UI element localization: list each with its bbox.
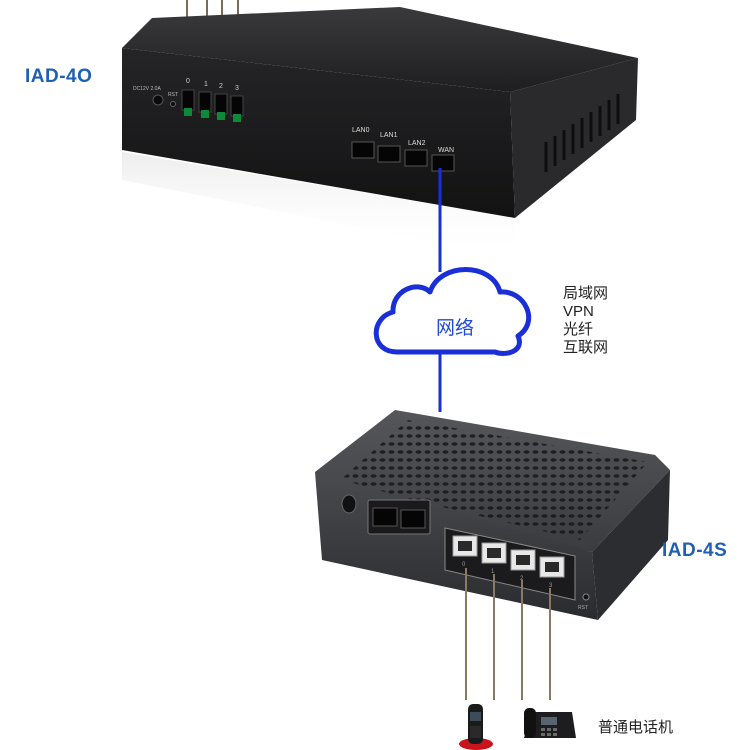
bottom-fxs-port-1[interactable]: 1 (481, 542, 507, 575)
power-jack (152, 94, 164, 106)
bottom-reset-label: RST (578, 605, 588, 611)
lan0-port[interactable]: LAN0 (351, 127, 375, 159)
top-fxs-port-2[interactable]: 2 (214, 83, 228, 120)
bottom-device-vent-grille (338, 420, 648, 540)
network-cloud: 网络 (373, 267, 532, 356)
iad-40-label: IAD-4O (25, 66, 93, 87)
cloud-icon (373, 267, 532, 356)
lan2-port[interactable]: LAN2 (404, 140, 428, 167)
top-fxs-port-3[interactable]: 3 (230, 85, 244, 122)
network-type-item: 局域网 (563, 285, 609, 302)
phones-label: 普通电话机 (598, 719, 674, 736)
bottom-device-side-face (592, 470, 670, 620)
port-label: LAN0 (352, 127, 370, 134)
port-number: 1 (204, 81, 208, 88)
power-spec-label: DC12V 2.0A (133, 86, 161, 92)
bottom-lan-ports[interactable] (367, 499, 431, 535)
cordless-phone-icon (459, 704, 493, 750)
bottom-reset-button[interactable] (582, 593, 590, 601)
lan1-port[interactable]: LAN1 (377, 132, 401, 163)
port-label: WAN (438, 147, 454, 154)
port-number: 0 (462, 562, 466, 568)
bottom-fxs-port-3[interactable]: 3 (539, 556, 565, 589)
network-type-item: 互联网 (563, 339, 609, 356)
reset-button[interactable] (170, 101, 176, 107)
top-fxs-port-0[interactable]: 0 (181, 78, 195, 116)
top-device-front-face (122, 48, 515, 218)
top-device-reflection (122, 152, 515, 258)
port-number: 2 (520, 576, 524, 582)
iad-4s-label: IAD-4S (662, 540, 728, 561)
reset-label: RST (168, 92, 178, 98)
desk-phone-icon (524, 708, 576, 738)
cloud-label: 网络 (436, 317, 474, 339)
top-fxs-port-1[interactable]: 1 (198, 81, 212, 118)
port-label: LAN1 (380, 132, 398, 139)
network-types-list: 局域网 VPN 光纤 互联网 (563, 285, 608, 357)
port-number: 1 (491, 569, 495, 575)
iad-40-device: DC12V 2.0A RST 0 1 2 3 LAN0 (122, 0, 638, 258)
network-type-item: VPN (563, 303, 594, 320)
bottom-fxs-port-2[interactable]: 2 (510, 549, 536, 582)
top-device-top-face (122, 7, 638, 92)
iad-4s-device: 0 1 2 3 RST (315, 410, 670, 620)
wan-port[interactable]: WAN (431, 147, 455, 172)
phone-cables (465, 568, 551, 700)
network-type-item: 光纤 (563, 321, 594, 338)
port-number: 3 (235, 85, 239, 92)
bottom-power-jack (341, 494, 357, 514)
port-number: 2 (219, 83, 223, 90)
top-device-side-vents (544, 94, 620, 172)
bottom-fxs-port-0[interactable]: 0 (452, 535, 478, 568)
port-number: 0 (186, 78, 190, 85)
port-label: LAN2 (408, 140, 426, 147)
port-number: 3 (549, 583, 553, 589)
